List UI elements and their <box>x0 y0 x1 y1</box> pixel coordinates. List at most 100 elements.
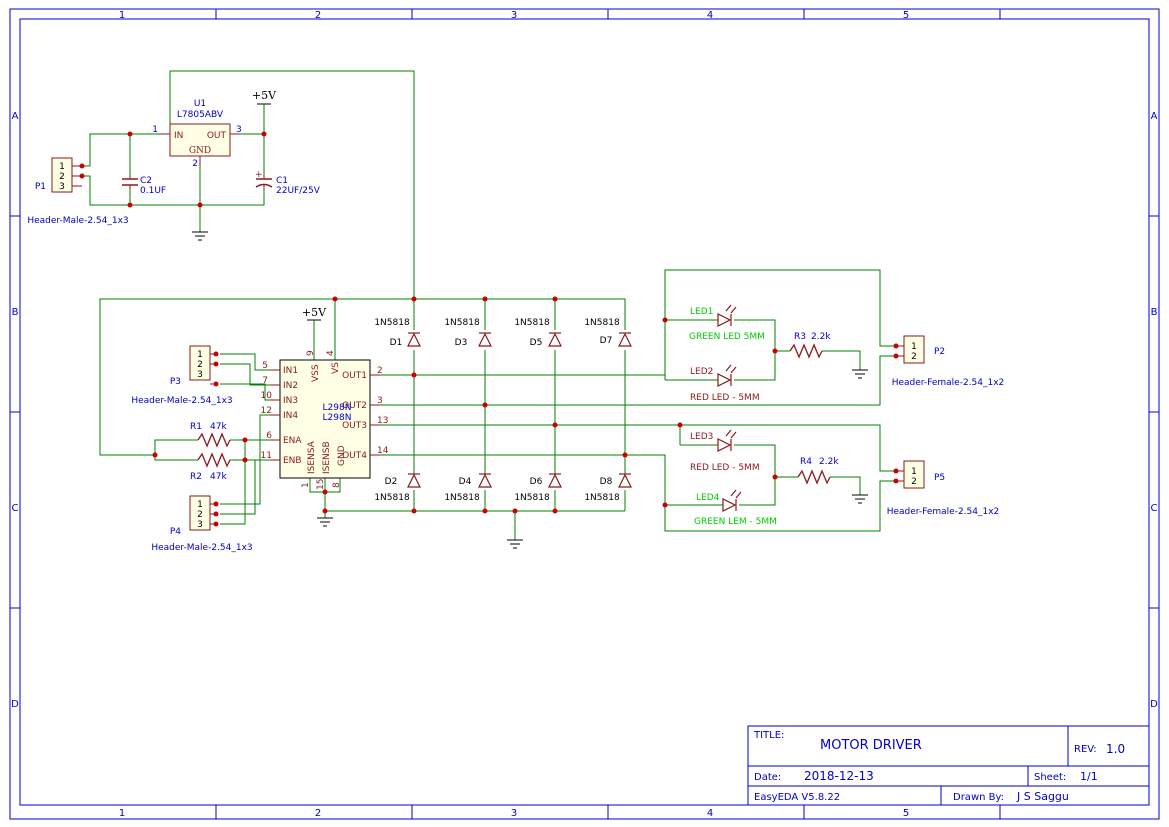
d8-value: 1N5818 <box>584 493 620 503</box>
r2-resistor <box>197 452 231 468</box>
led3-ref: LED3 <box>690 432 713 442</box>
r2-ref: R2 <box>190 472 202 482</box>
l298-num-11: 11 <box>261 451 272 461</box>
drawn-value: J S Saggu <box>1016 790 1069 803</box>
led1-value: GREEN LED 5MM <box>689 332 765 342</box>
diode-d4 <box>478 473 492 488</box>
led2-value: RED LED - 5MM <box>690 393 760 403</box>
l298-pin-in3: IN3 <box>283 396 298 406</box>
led2-ref: LED2 <box>690 367 713 377</box>
leds <box>717 304 742 512</box>
ground-icon <box>192 231 208 241</box>
p4-footprint: Header-Male-2.54_1x3 <box>151 543 252 553</box>
sheet-value: 1/1 <box>1080 770 1098 783</box>
u1-pin-in: IN <box>174 131 183 141</box>
l298-pin-isensb: ISENSB <box>322 441 332 474</box>
l298-num-14: 14 <box>377 446 389 456</box>
col-label-1: 1 <box>119 10 125 21</box>
r1-ref: R1 <box>190 422 202 432</box>
l298-num-9: 9 <box>306 350 316 356</box>
p2-header: 1 2 P2 Header-Female-2.54_1x2 <box>892 335 1005 388</box>
date-label: Date: <box>754 772 781 783</box>
r4-ref: R4 <box>800 457 812 467</box>
row-label-c: C <box>12 503 19 514</box>
ground-icon <box>852 494 868 504</box>
p4-header: 1 2 3 P4 Header-Male-2.54_1x3 <box>151 495 253 553</box>
l298-pin-out3: OUT3 <box>342 421 367 431</box>
c1-capacitor <box>255 175 273 190</box>
row-label-c-right: C <box>1151 503 1158 514</box>
rev-label: REV: <box>1074 744 1097 755</box>
tool-version: EasyEDA V5.8.22 <box>754 792 840 803</box>
l298-pin-in1: IN1 <box>283 366 298 376</box>
col-label-2: 2 <box>315 10 321 21</box>
col-label-2-bottom: 2 <box>315 808 321 819</box>
l298-pin-ena: ENA <box>283 436 302 446</box>
p3-ref: P3 <box>170 377 181 387</box>
d3-ref: D3 <box>455 338 468 348</box>
p3-pin1: 1 <box>197 350 203 360</box>
p3-pin2: 2 <box>197 360 203 370</box>
col-label-3-bottom: 3 <box>511 808 517 819</box>
u1-pin-out: OUT <box>207 131 227 141</box>
d1-ref: D1 <box>390 338 403 348</box>
ground-icon <box>317 517 333 527</box>
col-label-5-bottom: 5 <box>903 808 909 819</box>
d5-ref: D5 <box>530 338 543 348</box>
u1-vcc-label: +5V <box>252 89 277 102</box>
l298-value: L298N <box>323 413 352 423</box>
diodes-top <box>407 332 632 347</box>
d3-value: 1N5818 <box>444 318 480 328</box>
p2-pin2: 2 <box>911 352 917 362</box>
row-label-d: D <box>11 699 19 710</box>
diode-d1 <box>407 332 421 347</box>
l298-ref: L298N <box>323 403 352 413</box>
p4-pin2: 2 <box>197 510 203 520</box>
d8-ref: D8 <box>600 477 613 487</box>
r4-value: 2.2k <box>819 457 839 467</box>
d2-ref: D2 <box>385 477 398 487</box>
diode-d7 <box>618 332 632 347</box>
d6-value: 1N5818 <box>514 493 550 503</box>
col-label-1-bottom: 1 <box>119 808 125 819</box>
col-label-4-bottom: 4 <box>707 808 713 819</box>
l298-num-2: 2 <box>377 366 383 376</box>
p2-footprint: Header-Female-2.54_1x2 <box>892 378 1005 388</box>
drawn-label: Drawn By: <box>953 792 1004 803</box>
col-label-4: 4 <box>707 10 713 21</box>
ground-icon <box>507 539 523 549</box>
u1-value: L7805ABV <box>177 110 224 120</box>
diode-d6 <box>548 473 562 488</box>
p5-footprint: Header-Female-2.54_1x2 <box>887 507 1000 517</box>
title-label: TITLE: <box>753 730 784 741</box>
title-block <box>747 725 1150 806</box>
col-label-5: 5 <box>903 10 909 21</box>
d2-value: 1N5818 <box>374 493 410 503</box>
l298-pin-vss: VSS <box>311 364 321 382</box>
p5-ref: P5 <box>934 473 945 483</box>
row-label-d-right: D <box>1150 699 1158 710</box>
p2-pin1: 1 <box>911 342 917 352</box>
l298-num-12: 12 <box>261 406 272 416</box>
l298-pin-out1: OUT1 <box>342 371 367 381</box>
r1-resistor <box>197 432 231 448</box>
d7-value: 1N5818 <box>584 318 620 328</box>
l298-num-4: 4 <box>326 350 336 356</box>
r3-value: 2.2k <box>811 332 831 342</box>
ground-symbols <box>192 231 868 549</box>
l298n-driver: IN1 IN2 IN3 IN4 ENA ENB 5 7 10 12 6 11 O… <box>261 350 389 490</box>
p5-header: 1 2 P5 Header-Female-2.54_1x2 <box>887 460 1000 517</box>
rev-value: 1.0 <box>1106 742 1125 756</box>
c2-ref: C2 <box>140 176 152 186</box>
d4-ref: D4 <box>459 477 472 487</box>
l298-pin-in4: IN4 <box>283 411 298 421</box>
p1-pin3: 3 <box>59 182 65 192</box>
l298-vcc-label: +5V <box>302 306 327 319</box>
d5-value: 1N5818 <box>514 318 550 328</box>
l298-num-10: 10 <box>261 391 273 401</box>
l298-num-13: 13 <box>377 416 388 426</box>
r1-value: 47k <box>210 422 227 432</box>
l298-num-3: 3 <box>377 396 383 406</box>
led2-icon <box>717 364 737 387</box>
